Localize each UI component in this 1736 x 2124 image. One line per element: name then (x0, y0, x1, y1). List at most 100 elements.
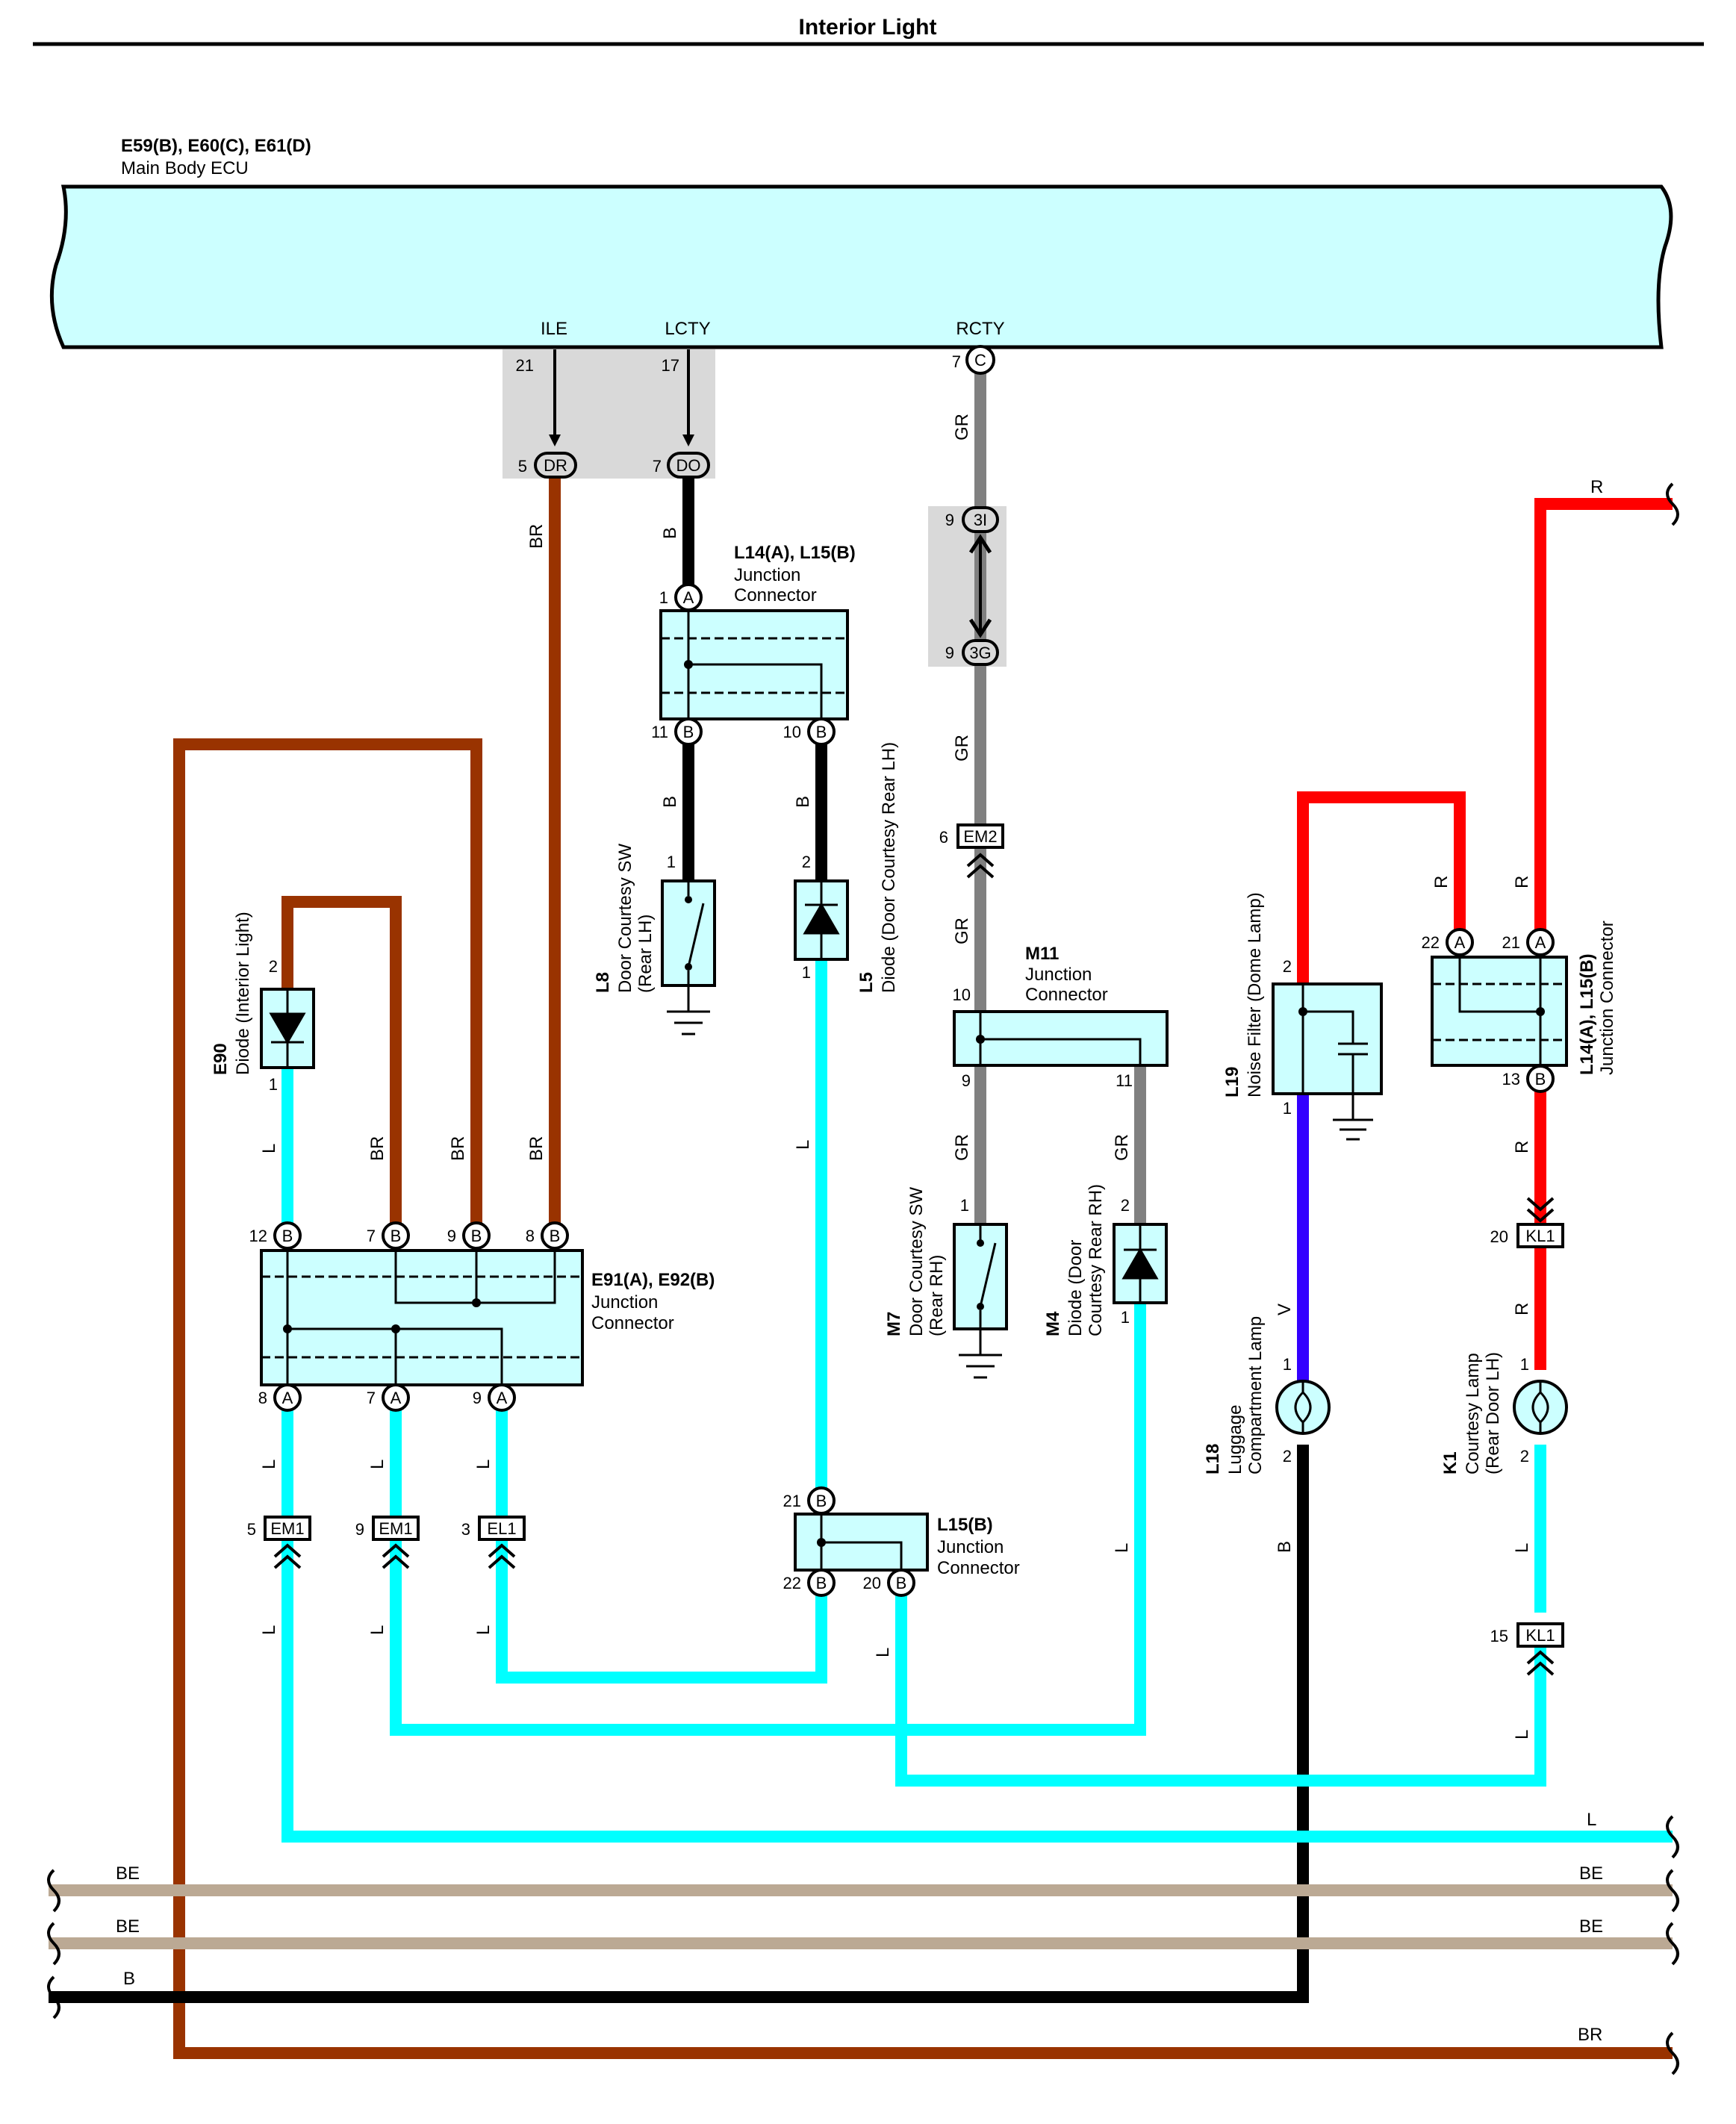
wire-label-be-2r: BE (1579, 1916, 1603, 1937)
m4-id: M4 (1043, 1311, 1063, 1336)
wire-label-r-top: R (1590, 477, 1603, 497)
connector-em2 (956, 823, 1004, 849)
pin-do: 7 (653, 457, 662, 476)
l14-right-line1: Junction Connector (1597, 921, 1617, 1075)
connector-kl1-15-label: KL1 (1525, 1626, 1555, 1645)
page-title: Interior Light (799, 15, 937, 40)
e91-pin-b9 (462, 1221, 491, 1250)
connector-kl1-20-label: KL1 (1525, 1227, 1555, 1245)
l14-top-pin-b11 (674, 717, 703, 746)
wire-r-right (1534, 498, 1673, 942)
pin-ile: 21 (516, 356, 534, 375)
l14-top-line2: Connector (734, 585, 817, 605)
m4-pin1: 1 (1121, 1308, 1130, 1327)
wire-label-l-e91-7: L (367, 1460, 388, 1469)
wire-label-br-bottom: BR (1578, 2025, 1602, 2045)
wire-label-l-l15-20: L (873, 1648, 893, 1657)
ecu-id: E59(B), E60(C), E61(D) (121, 136, 311, 156)
connector-do-label: DO (676, 456, 701, 475)
l19-node (1298, 1007, 1307, 1016)
l15-pin-b22 (807, 1569, 836, 1597)
e91-pin9-bottom: 9 (473, 1389, 482, 1407)
wire-label-gr-5: GR (1112, 1134, 1132, 1161)
l14-top-pin-a-label: A (683, 588, 694, 607)
m4-line2: Courtesy Rear RH) (1086, 1184, 1106, 1336)
connector-el1-arrow (488, 1543, 516, 1569)
break-right-be1 (1666, 1869, 1679, 1913)
wire-label-r-l14: R (1512, 876, 1532, 888)
l18-line1: Luggage (1225, 1405, 1245, 1474)
shade-3i-3g (928, 506, 1007, 667)
wire-l-em1-9 (390, 1303, 1146, 1736)
l15-id: L15(B) (937, 1515, 993, 1535)
wire-label-r-mid: R (1512, 1141, 1532, 1153)
connector-em1-5-label: EM1 (270, 1519, 304, 1538)
wire-label-l-right: L (1587, 1810, 1596, 1830)
break-right-r (1666, 482, 1679, 526)
k1-pin2: 2 (1520, 1447, 1529, 1466)
l14-right-pin-b13 (1526, 1065, 1555, 1093)
k1-pin1: 1 (1520, 1355, 1529, 1374)
connector-el1-label: EL1 (487, 1519, 516, 1538)
m4-diode-symbol (1121, 1224, 1159, 1303)
connector-em1-5-pin: 5 (247, 1520, 256, 1539)
m7-id: M7 (884, 1312, 904, 1336)
m4-pin2: 2 (1121, 1196, 1130, 1215)
e91-node-top (472, 1298, 481, 1307)
connector-3g (962, 639, 999, 666)
l8-pin1: 1 (667, 853, 676, 871)
wire-label-br-e91-7: BR (367, 1136, 388, 1161)
e91-pin9-top: 9 (447, 1227, 456, 1245)
l14-top-node (684, 660, 693, 669)
l19-noise-filter (1272, 982, 1383, 1095)
e91-pin-a8-label: A (282, 1389, 293, 1407)
wire-label-l-m4: L (1112, 1543, 1132, 1553)
connector-el1 (478, 1516, 526, 1541)
k1-line2: (Rear Door LH) (1483, 1352, 1503, 1474)
pin-lcty: 17 (662, 356, 679, 375)
e91-line1: Junction (591, 1292, 658, 1312)
k1-filament (1531, 1381, 1549, 1433)
l14-right-pin13: 13 (1502, 1070, 1520, 1089)
connector-em2-pin: 6 (939, 828, 948, 847)
m7-switch-dot2 (977, 1303, 984, 1310)
e91-pin8-bottom: 8 (258, 1389, 267, 1407)
l15-pin21: 21 (783, 1492, 801, 1510)
l14-right-id: L14(A), L15(B) (1577, 953, 1597, 1075)
l15-line2: Connector (937, 1558, 1020, 1578)
wire-label-b-l18: B (1275, 1541, 1295, 1553)
l5-diode-symbol (803, 881, 840, 959)
l18-line2: Compartment Lamp (1245, 1316, 1266, 1474)
e91-pin-b9-label: B (471, 1227, 482, 1245)
connector-kl1-20-arrow (1526, 1197, 1555, 1223)
wire-label-l-e90: L (259, 1144, 279, 1153)
connector-do (667, 452, 710, 479)
wire-br-loop (173, 738, 1673, 2059)
l14-top-internal (687, 611, 823, 732)
e91-pin-b12-label: B (282, 1227, 293, 1245)
connector-c-label: C (974, 351, 986, 370)
wire-label-l-l5: L (793, 1140, 813, 1150)
e91-pin-b7 (382, 1221, 410, 1250)
ecu-terminal-lcty: LCTY (665, 319, 710, 339)
break-left-3 (47, 1975, 60, 2019)
l18-filament (1294, 1381, 1312, 1433)
l18-id: L18 (1203, 1444, 1223, 1474)
l14-right-pin21: 21 (1502, 933, 1520, 952)
m7-ground (959, 1329, 1002, 1379)
l8-id: L8 (593, 972, 613, 993)
e91-pin-b8-label: B (550, 1227, 561, 1245)
connector-em2-arrow (966, 853, 995, 879)
l14-right-pin-a21-label: A (1535, 933, 1546, 952)
l14-top-pin-b10-label: B (816, 723, 827, 741)
e91-pin7-top: 7 (367, 1227, 376, 1245)
pin-3i: 9 (945, 511, 954, 529)
connector-3i-label: 3I (974, 511, 987, 529)
connector-el1-pin: 3 (461, 1520, 470, 1539)
wire-label-v: V (1275, 1304, 1295, 1315)
wire-label-br-e91-8: BR (526, 1136, 547, 1161)
l14-top-pin-b10 (807, 717, 836, 746)
l14-top-line1: Junction (734, 565, 800, 585)
l15-pin-b22-label: B (816, 1574, 827, 1592)
wire-label-be-2l: BE (116, 1916, 140, 1937)
